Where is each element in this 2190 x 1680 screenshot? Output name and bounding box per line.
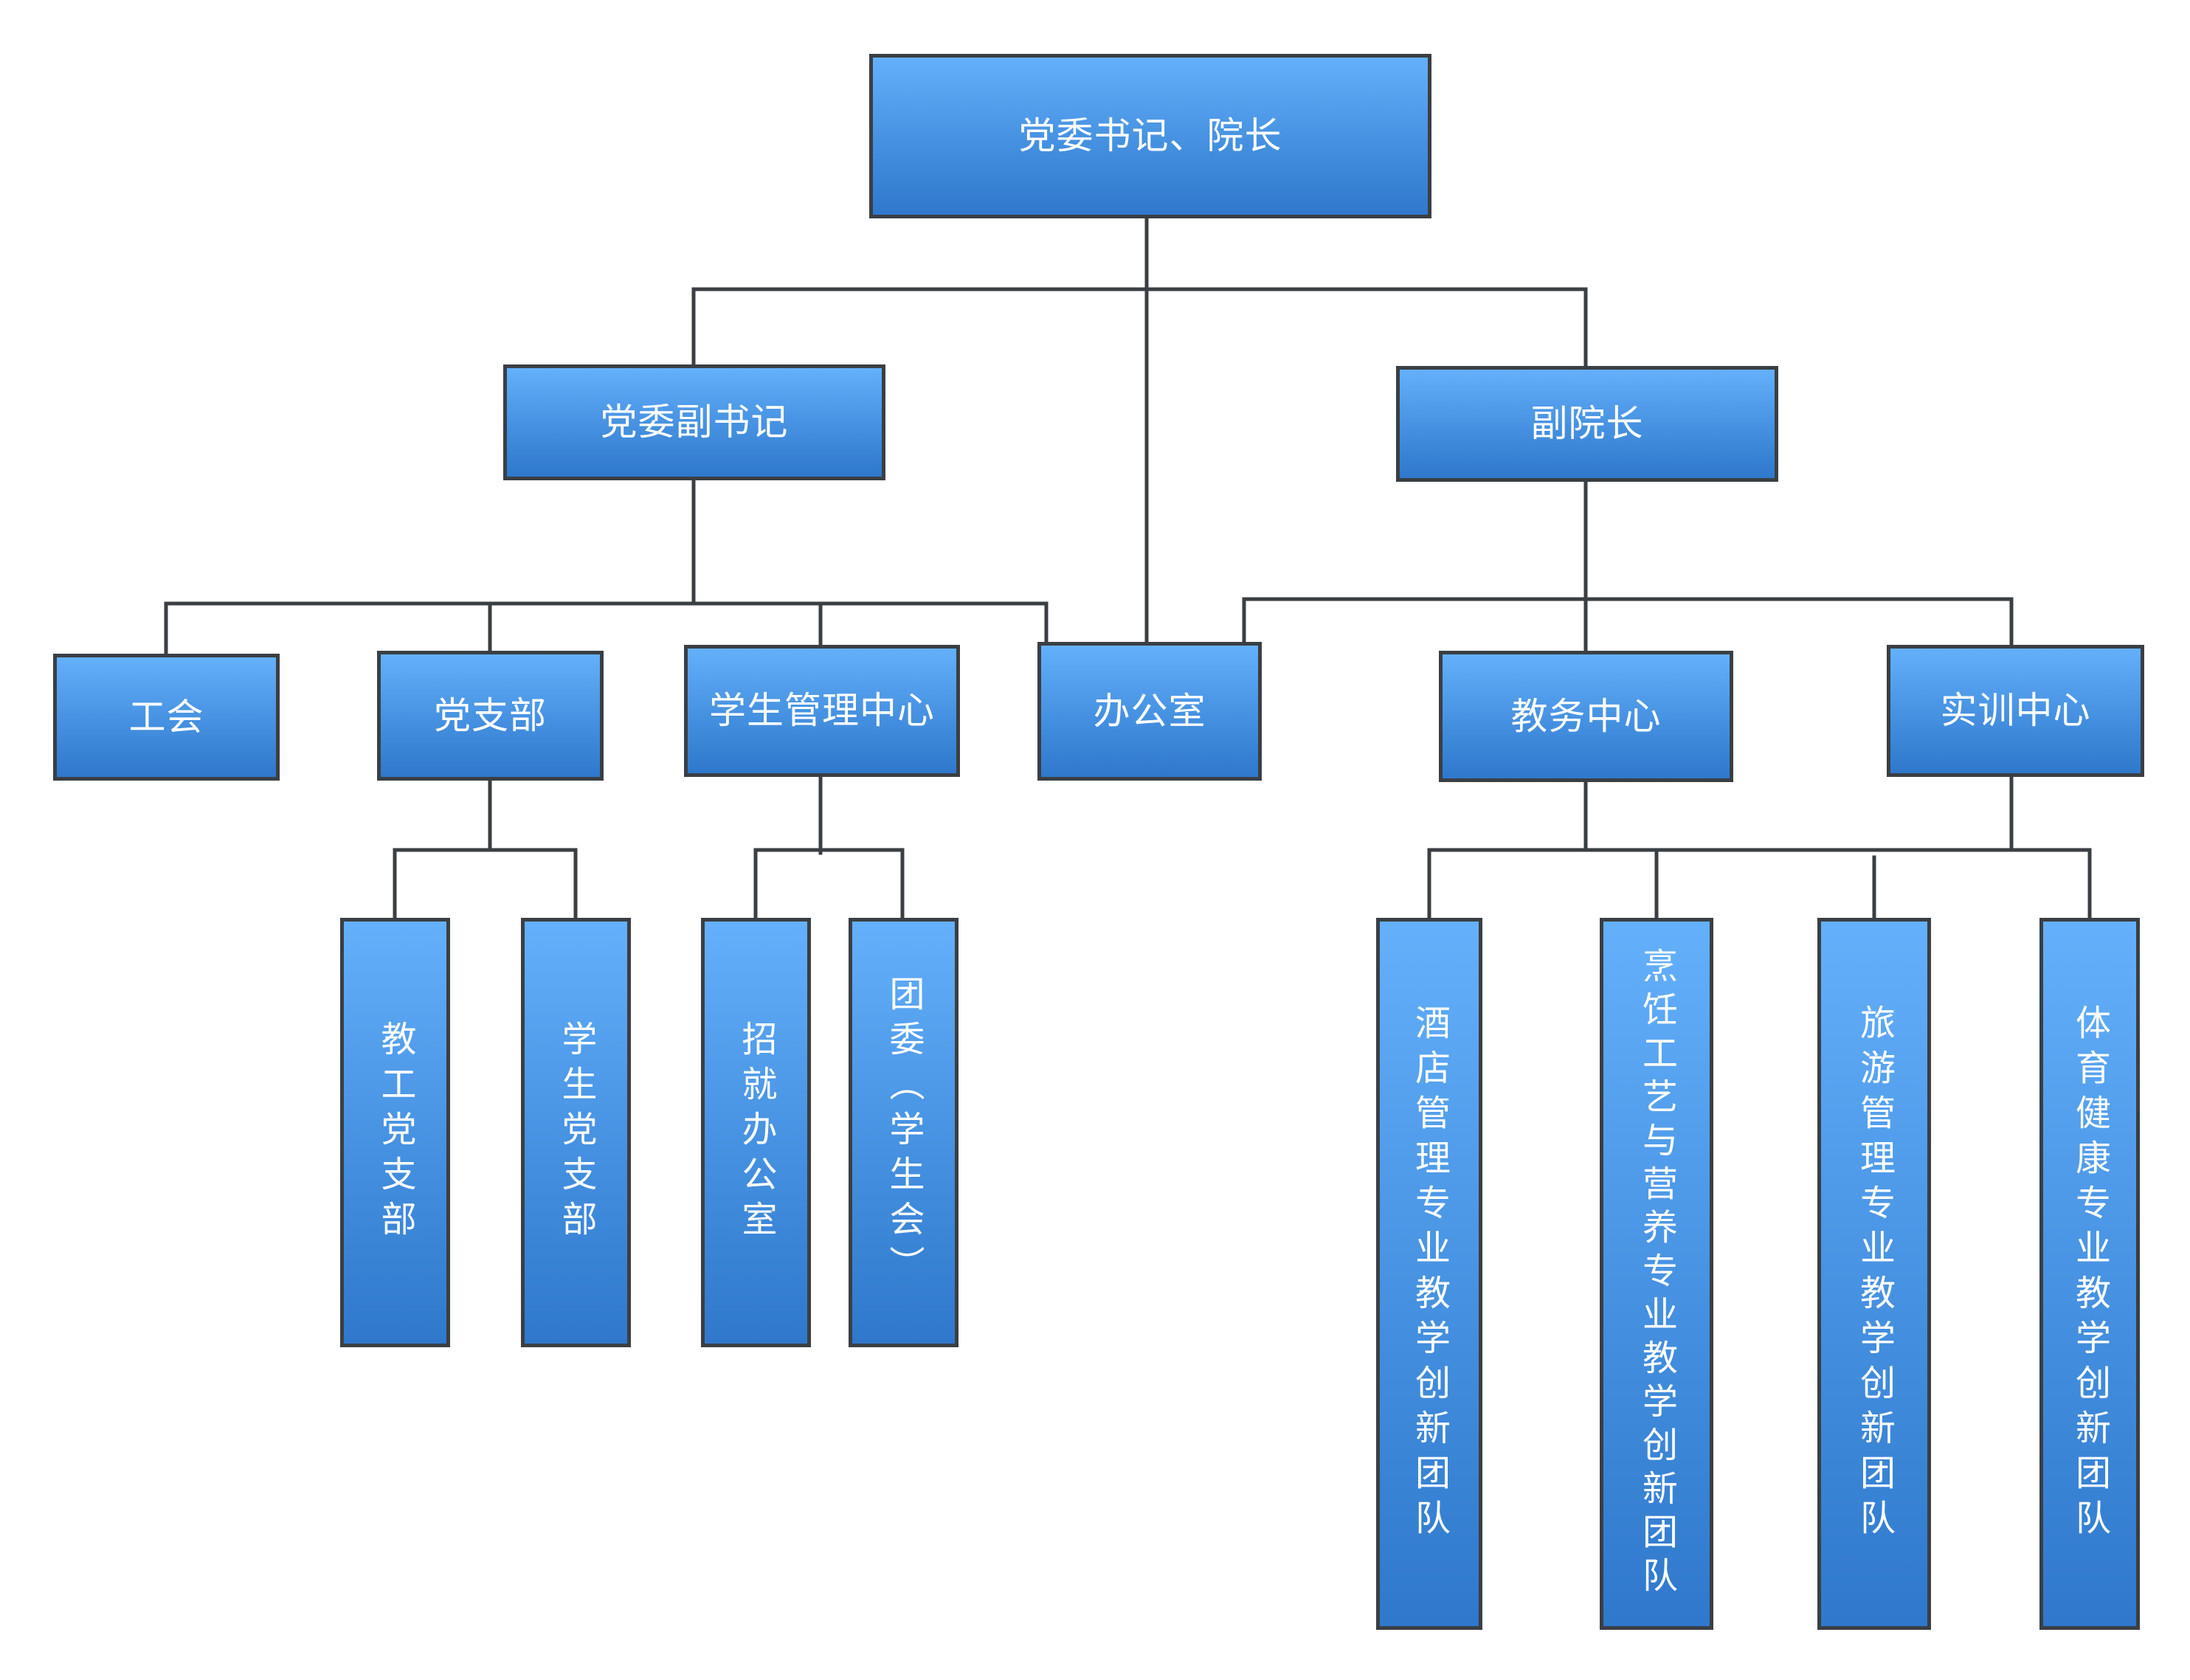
node-union: 工会 [53,654,280,781]
node-recruit-office: 招就办公室 [701,918,811,1347]
node-recruit-office-label: 招就办公室 [735,1020,777,1245]
node-team-culinary: 烹饪工艺与营养专业教学创新团队 [1600,918,1713,1630]
node-vice-president-label: 副院长 [1530,402,1644,445]
node-deputy-secretary-label: 党委副书记 [600,401,789,443]
node-union-label: 工会 [128,695,204,739]
node-academic-center: 教务中心 [1439,651,1733,782]
node-team-sports-label: 体育健康专业教学创新团队 [2069,1003,2110,1544]
node-training-center-label: 实训中心 [1940,689,2091,732]
node-team-hotel: 酒店管理专业教学创新团队 [1376,918,1482,1630]
node-team-tourism-label: 旅游管理专业教学创新团队 [1854,1003,1895,1544]
node-student-center-label: 学生管理中心 [709,689,935,732]
node-team-sports: 体育健康专业教学创新团队 [2039,918,2140,1630]
node-president-label: 党委书记、院长 [1018,114,1282,157]
node-party-branch-label: 党支部 [434,694,547,737]
node-office: 办公室 [1037,642,1262,781]
node-team-culinary-label: 烹饪工艺与营养专业教学创新团队 [1636,947,1677,1600]
node-party-branch: 党支部 [377,651,604,781]
node-office-label: 办公室 [1093,689,1206,733]
node-academic-center-label: 教务中心 [1510,694,1662,738]
node-staff-branch-label: 教工党支部 [374,1020,416,1245]
node-deputy-secretary: 党委副书记 [503,364,885,480]
node-president: 党委书记、院长 [869,54,1431,218]
node-youth-league-label: 团委（学生会） [882,975,925,1290]
node-student-branch: 学生党支部 [521,918,631,1347]
node-training-center: 实训中心 [1887,645,2144,777]
node-team-tourism: 旅游管理专业教学创新团队 [1817,918,1931,1630]
node-youth-league: 团委（学生会） [849,918,958,1347]
node-staff-branch: 教工党支部 [340,918,450,1347]
node-vice-president: 副院长 [1396,366,1778,482]
node-student-center: 学生管理中心 [684,645,960,777]
node-team-hotel-label: 酒店管理专业教学创新团队 [1409,1003,1450,1544]
node-student-branch-label: 学生党支部 [555,1020,597,1245]
